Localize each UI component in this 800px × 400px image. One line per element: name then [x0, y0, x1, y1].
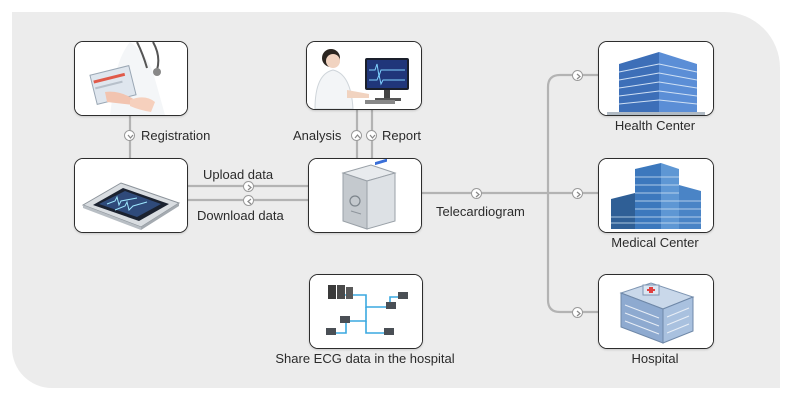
down-arrow-icon [366, 130, 377, 141]
health-center-label: Health Center [614, 118, 696, 133]
down-arrow-icon [124, 130, 135, 141]
hospital-network-image [309, 274, 423, 349]
right-arrow-icon [572, 307, 583, 318]
medical-center-building-icon [599, 159, 713, 232]
doctor-clipboard-icon [75, 42, 187, 115]
network-diagram-icon [310, 275, 422, 348]
share-ecg-data-label: Share ECG data in the hospital [275, 351, 455, 366]
technician-computer-icon [307, 42, 421, 109]
right-arrow-icon [572, 188, 583, 199]
right-arrow-icon [572, 70, 583, 81]
analysis-label: Analysis [293, 128, 342, 143]
medical-center-image [598, 158, 714, 233]
health-center-building-icon [599, 42, 713, 115]
up-arrow-icon [351, 130, 362, 141]
registration-label: Registration [141, 128, 211, 143]
health-center-image [598, 41, 714, 116]
right-arrow-icon [471, 188, 482, 199]
hospital-building-icon [599, 275, 713, 348]
right-arrow-icon [243, 181, 254, 192]
ecg-tablet-icon [75, 159, 187, 232]
left-arrow-icon [243, 195, 254, 206]
hospital-label: Hospital [631, 351, 679, 366]
upload-data-label: Upload data [203, 167, 274, 182]
telecardiogram-label: Telecardiogram [436, 204, 525, 219]
ecg-server-image [308, 158, 422, 233]
download-data-label: Download data [197, 208, 284, 223]
ecg-device-image [74, 158, 188, 233]
analysis-image [306, 41, 422, 110]
medical-center-label: Medical Center [611, 235, 699, 250]
hospital-image [598, 274, 714, 349]
report-label: Report [382, 128, 422, 143]
server-icon [309, 159, 421, 232]
registration-image [74, 41, 188, 116]
